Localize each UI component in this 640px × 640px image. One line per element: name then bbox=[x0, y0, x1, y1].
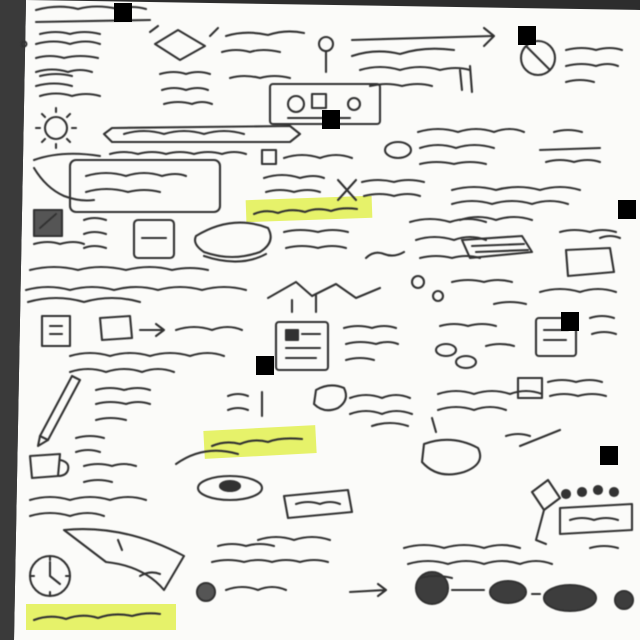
mixed-doodles-upper-right bbox=[260, 127, 602, 166]
x-mark-doodles bbox=[336, 178, 426, 202]
circles-row-doodle bbox=[195, 535, 635, 613]
bowl-and-bricks bbox=[193, 217, 622, 278]
occlusion-square bbox=[600, 446, 618, 465]
arrow-scribble bbox=[350, 26, 496, 94]
text-block-middle-left bbox=[68, 158, 582, 222]
bullet-list bbox=[20, 40, 102, 88]
bag-and-arrow-doodle bbox=[530, 478, 634, 550]
highlight-bar-middle bbox=[203, 425, 317, 459]
no-sign-icon bbox=[519, 39, 624, 84]
shield-pencil-doodle bbox=[36, 374, 608, 454]
highlight-ink bbox=[32, 207, 359, 622]
highlight-bar-upper bbox=[245, 195, 373, 223]
cup-and-plate-doodle bbox=[28, 428, 562, 520]
diamond-doodle bbox=[148, 24, 220, 62]
paper-shadow-edge bbox=[0, 0, 26, 640]
occlusion-square bbox=[256, 356, 274, 375]
ink-layer bbox=[20, 5, 635, 622]
document-icon-notes bbox=[40, 314, 618, 374]
text-block-left bbox=[38, 70, 214, 106]
icon-boxes bbox=[28, 208, 210, 272]
dial-and-arc-doodle bbox=[28, 528, 186, 598]
highlights bbox=[26, 195, 373, 630]
divider-scribble bbox=[24, 274, 618, 314]
sun-doodle bbox=[34, 106, 78, 150]
occlusion-square bbox=[518, 26, 536, 45]
occlusion-square bbox=[114, 3, 132, 22]
occlusion-square bbox=[561, 312, 579, 331]
occlusion-square bbox=[322, 110, 340, 129]
occlusion-squares bbox=[114, 3, 636, 465]
arrow-banner bbox=[32, 124, 302, 202]
occlusion-square bbox=[618, 200, 636, 219]
pin-scribble bbox=[220, 30, 335, 80]
